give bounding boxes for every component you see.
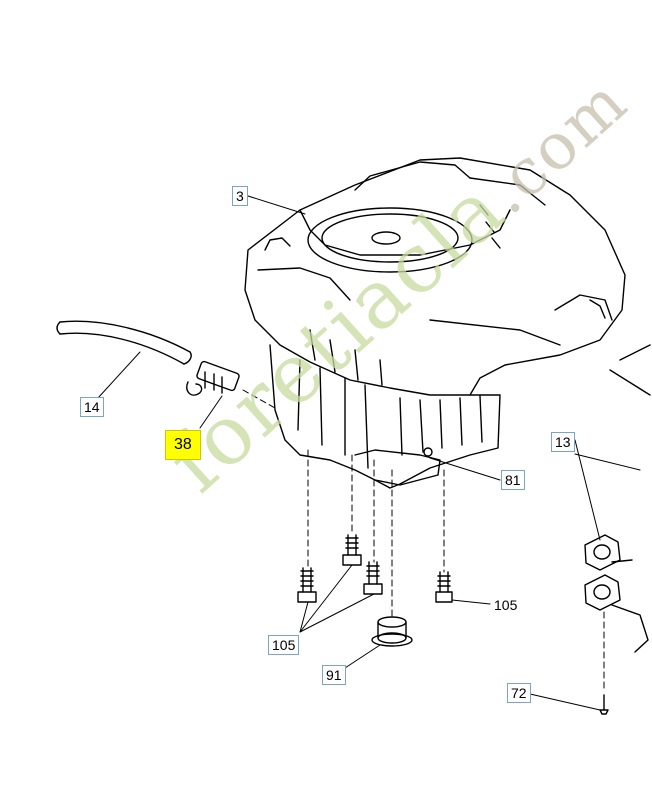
callout-13[interactable]: 13 <box>551 432 575 452</box>
engine-block-3 <box>244 157 651 489</box>
leader-lines <box>97 195 641 711</box>
callout-3[interactable]: 3 <box>232 186 248 206</box>
bolt-105-right <box>435 571 453 603</box>
callout-81[interactable]: 81 <box>501 470 525 490</box>
assembly-lines <box>242 389 605 691</box>
callout-14[interactable]: 14 <box>80 397 104 417</box>
fuel-hose-14 <box>56 320 192 365</box>
bolt-72 <box>599 694 609 715</box>
callout-105-left[interactable]: 105 <box>268 635 300 655</box>
callout-105-right[interactable]: 105 <box>494 597 518 613</box>
callout-38[interactable]: 38 <box>165 430 201 460</box>
gasket-13 <box>584 534 649 653</box>
callout-91[interactable]: 91 <box>322 665 346 685</box>
bolts-105-left <box>297 534 383 603</box>
spacer-91 <box>371 616 413 647</box>
callout-72[interactable]: 72 <box>507 683 531 703</box>
fuel-fitting-38 <box>186 360 240 396</box>
